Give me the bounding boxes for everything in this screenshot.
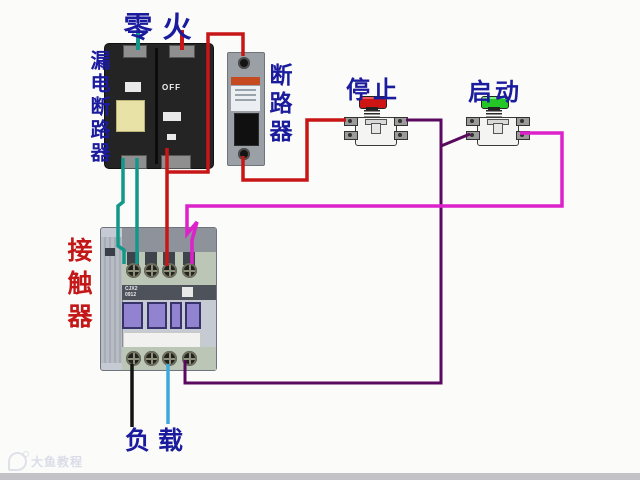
stop-button-body (355, 117, 397, 146)
stop-button-stem (366, 107, 378, 110)
contactor-screw-T3 (162, 351, 177, 366)
contactor-contact-window (185, 302, 201, 329)
wire-neutral-out-a (116, 158, 126, 264)
contactor-contact-window (147, 302, 167, 329)
contactor-screw-L1 (126, 263, 141, 278)
stop-terminal (394, 131, 408, 140)
stop-terminal (344, 131, 358, 140)
contactor-screw-T1 (126, 351, 141, 366)
wire-live-to-breaker2 (167, 32, 245, 174)
start-button-spring (486, 110, 502, 118)
watermark: 大鱼教程 (8, 451, 84, 471)
breaker1-terminal-top-left (123, 45, 147, 58)
start-button (465, 94, 530, 146)
contactor-side-mark (105, 248, 115, 256)
watermark-text: 大鱼教程 (31, 455, 84, 469)
wire-selflock-loop (183, 146, 443, 385)
label-neutral-wire: 零 (123, 12, 153, 44)
wire-breaker2-to-stop (241, 118, 346, 182)
watermark-logo-icon (8, 451, 29, 471)
wire-start-to-coil (185, 131, 564, 264)
contactor-screw-T2 (144, 351, 159, 366)
label-circuit-breaker: 断路器 (266, 63, 292, 147)
breaker2-brand-band (231, 77, 260, 85)
stop-button-plunger-stem (371, 123, 381, 134)
contactor-model-text: CJX2 0912 (125, 286, 138, 298)
start-terminal (466, 117, 480, 126)
wire-stop-to-start (406, 118, 471, 149)
breaker1-pole-divider (155, 48, 158, 164)
start-button-plunger-stem (493, 123, 503, 134)
breaker2-toggle (234, 113, 259, 146)
label-leakage-breaker: 漏电断路器 (87, 50, 109, 165)
stop-button-spring (364, 110, 380, 118)
contactor-screw-L3 (162, 263, 177, 278)
circuit-breaker (227, 52, 265, 166)
contactor-contact-window (170, 302, 182, 329)
label-start: 启动 (468, 79, 522, 106)
label-load: 负载 (124, 427, 191, 455)
start-button-stem (488, 107, 500, 110)
breaker2-screw-bottom (238, 148, 250, 160)
label-stop: 停止 (346, 77, 400, 104)
breaker1-label-patch (125, 82, 141, 92)
stop-button (343, 94, 408, 146)
breaker1-indicator-dot (167, 134, 176, 140)
breaker2-spec-label (231, 86, 260, 111)
start-terminal (516, 117, 530, 126)
contactor-screw-A1 (182, 263, 197, 278)
contactor-contact-window (122, 302, 143, 329)
leakage-breaker: OFF (105, 44, 213, 169)
label-contactor: 接触器 (64, 237, 92, 336)
footer-bar (0, 473, 640, 480)
contactor-side-panel (101, 237, 123, 363)
contactor-aux-window (182, 287, 193, 297)
label-live-wire: 火 (162, 12, 192, 44)
breaker1-rating-label (116, 100, 145, 132)
contactor-screw-L2 (144, 263, 159, 278)
breaker1-marking-patch (163, 112, 181, 121)
contactor-terminal-separator (145, 252, 157, 265)
breaker2-screw-top (238, 57, 250, 69)
breaker1-off-marking: OFF (162, 83, 181, 92)
